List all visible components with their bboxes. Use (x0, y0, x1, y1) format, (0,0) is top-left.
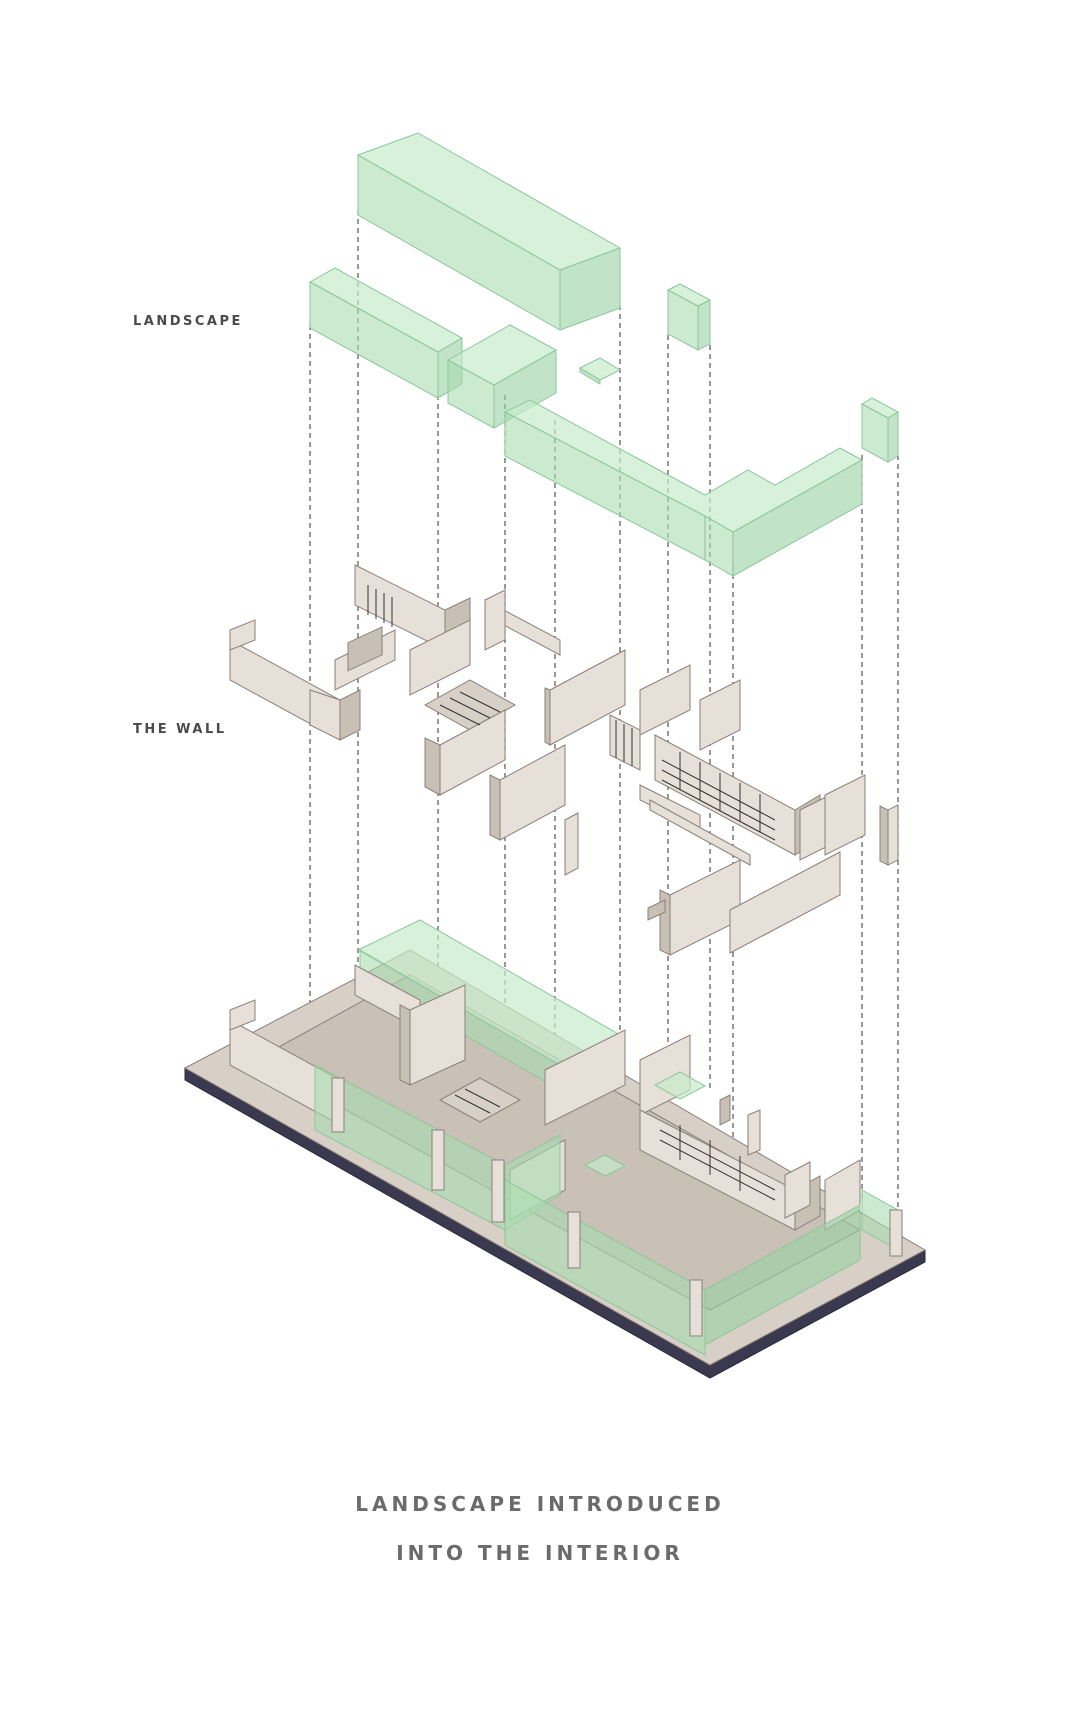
wall-column-right (879, 804, 899, 866)
landscape-volume-large (356, 132, 622, 331)
landscape-long-band (503, 399, 864, 577)
wall-segment-right (609, 664, 866, 866)
landscape-volume-left (308, 267, 464, 399)
landscape-small-tile (578, 357, 622, 385)
label-the-wall: THE WALL (133, 722, 227, 737)
floor-layer (183, 919, 927, 1379)
wall-segment-middle (484, 589, 626, 876)
floor-green-front (314, 1064, 899, 1356)
wall-lattice-block (423, 679, 517, 796)
wall-segment-left (229, 619, 361, 741)
landscape-layer (308, 132, 900, 577)
wall-layer (229, 564, 899, 956)
caption-line-2: INTO THE INTERIOR (396, 1541, 684, 1565)
caption-line-1: LANDSCAPE INTRODUCED (355, 1492, 725, 1516)
floor-walls (229, 964, 861, 1231)
wall-segment-lower-right (647, 851, 841, 956)
landscape-column-2 (860, 397, 900, 463)
landscape-volume-cube (446, 324, 558, 429)
wall-segment-upper-left (334, 564, 471, 696)
label-landscape: LANDSCAPE (133, 314, 243, 329)
floor-front-pillars (331, 1077, 903, 1337)
landscape-column-1 (666, 283, 712, 351)
